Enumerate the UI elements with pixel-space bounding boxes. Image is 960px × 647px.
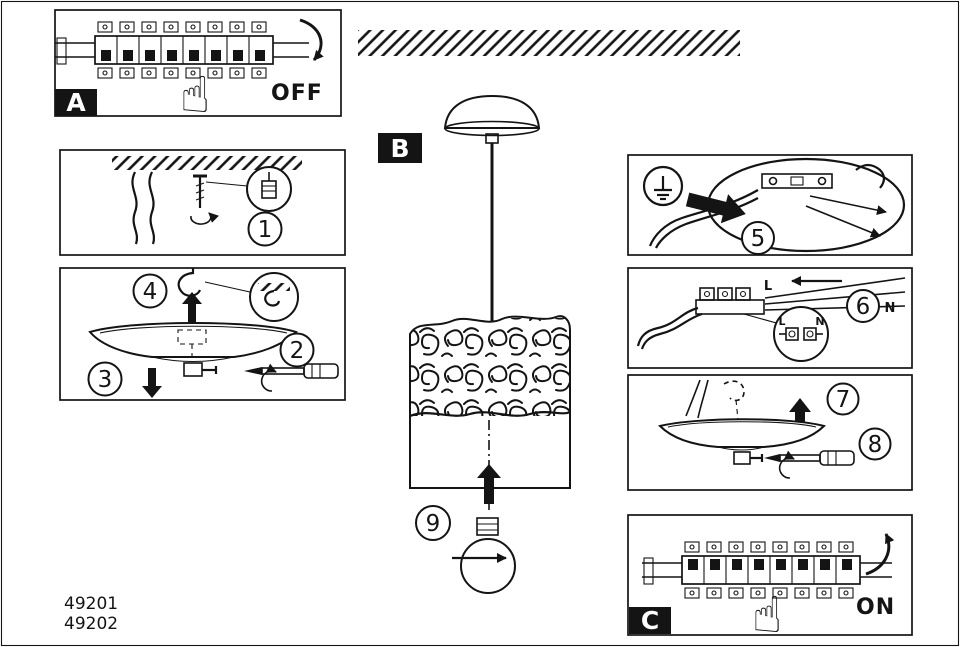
pointing-hand-icon: ☝ bbox=[752, 586, 782, 644]
model-number-1: 49201 bbox=[64, 594, 118, 614]
circuit-breaker-off-icon bbox=[55, 21, 309, 79]
neutral-terminal-label: N bbox=[815, 315, 824, 328]
switch-off-arrow-icon bbox=[299, 18, 324, 61]
canopy-dish bbox=[658, 418, 826, 465]
step-5-number: 5 bbox=[751, 226, 766, 252]
pendant-lamp: 9 bbox=[409, 94, 571, 594]
panel-b-badge bbox=[378, 133, 422, 163]
model-number-2: 49202 bbox=[64, 614, 118, 634]
switch-on-arrow-icon bbox=[865, 533, 895, 576]
screw-icon bbox=[190, 174, 219, 225]
step-9-circle bbox=[415, 505, 451, 541]
wire bbox=[636, 306, 699, 347]
step-7-circle bbox=[826, 382, 860, 416]
ceiling-hatch-small bbox=[112, 156, 302, 170]
step-box-6: L N L N 6 bbox=[627, 267, 913, 369]
step-4-circle bbox=[132, 273, 168, 309]
step-box-1: 1 bbox=[59, 149, 346, 256]
pointing-hand-icon: ☝ bbox=[180, 66, 210, 124]
step-1-number: 1 bbox=[258, 217, 273, 243]
step-2-circle bbox=[279, 332, 315, 368]
pull-down-arrow-icon bbox=[142, 368, 162, 398]
step-6-number: 6 bbox=[856, 294, 871, 320]
mounting-bracket bbox=[761, 163, 887, 238]
mains-wire bbox=[148, 171, 156, 245]
neutral-wire-label: N bbox=[885, 301, 896, 316]
live-wire-label: L bbox=[764, 279, 772, 294]
panel-a-badge bbox=[55, 89, 97, 116]
hidden-hook-icon bbox=[723, 380, 745, 402]
step-9-number: 9 bbox=[426, 511, 441, 537]
insert-up-arrow-icon bbox=[477, 464, 501, 504]
terminal-magnifier: L N bbox=[773, 306, 829, 362]
wall-anchor-magnifier bbox=[246, 166, 292, 212]
step-8-circle bbox=[858, 427, 892, 461]
panel-c: ☝ ON C bbox=[627, 514, 913, 644]
screwdriver-icon bbox=[764, 450, 855, 479]
panel-c-badge bbox=[629, 607, 671, 634]
wire bbox=[648, 189, 759, 247]
step-2-number: 2 bbox=[290, 338, 305, 364]
circuit-breaker-on-icon bbox=[642, 541, 892, 599]
light-bulb-icon bbox=[452, 517, 516, 594]
wire bbox=[764, 277, 906, 299]
step-4-number: 4 bbox=[143, 279, 158, 305]
terminal-block bbox=[695, 287, 765, 315]
step-7-number: 7 bbox=[836, 387, 851, 413]
panel-a-letter: A bbox=[66, 88, 86, 117]
wire bbox=[640, 312, 703, 350]
wire bbox=[685, 379, 701, 417]
ceiling-hook-icon bbox=[177, 268, 202, 297]
step-8-number: 8 bbox=[868, 432, 883, 458]
power-off-label: OFF bbox=[271, 81, 323, 106]
step-3-number: 3 bbox=[98, 367, 113, 393]
ceiling-canopy bbox=[443, 94, 541, 129]
wire bbox=[697, 379, 709, 419]
live-terminal-label: L bbox=[778, 315, 785, 328]
hook-magnifier bbox=[249, 272, 299, 322]
power-on-label: ON bbox=[856, 595, 895, 620]
earth-ground-icon bbox=[642, 165, 684, 207]
step-3-circle bbox=[87, 361, 123, 397]
step-box-5: 5 bbox=[627, 154, 913, 256]
attach-arrow-icon bbox=[685, 192, 746, 224]
screwdriver-icon bbox=[244, 363, 339, 392]
step-6-circle bbox=[846, 289, 880, 323]
panel-a: ☝ OFF A bbox=[54, 9, 342, 124]
lift-up-arrow-icon bbox=[789, 398, 811, 432]
hang-up-arrow-icon bbox=[182, 292, 202, 322]
panel-b-letter: B bbox=[390, 134, 409, 163]
step-5-circle bbox=[741, 221, 775, 255]
wire bbox=[764, 291, 906, 305]
mains-wire bbox=[131, 171, 139, 245]
step-1-circle bbox=[247, 211, 283, 247]
panel-c-letter: C bbox=[641, 606, 659, 635]
shade-ornament-band bbox=[410, 318, 570, 416]
step-box-7-8: 7 8 bbox=[627, 374, 913, 491]
step-box-2-3-4: 4 2 3 bbox=[59, 267, 346, 401]
ceiling-hatch bbox=[358, 30, 740, 56]
panel-b: B 9 bbox=[378, 94, 571, 594]
